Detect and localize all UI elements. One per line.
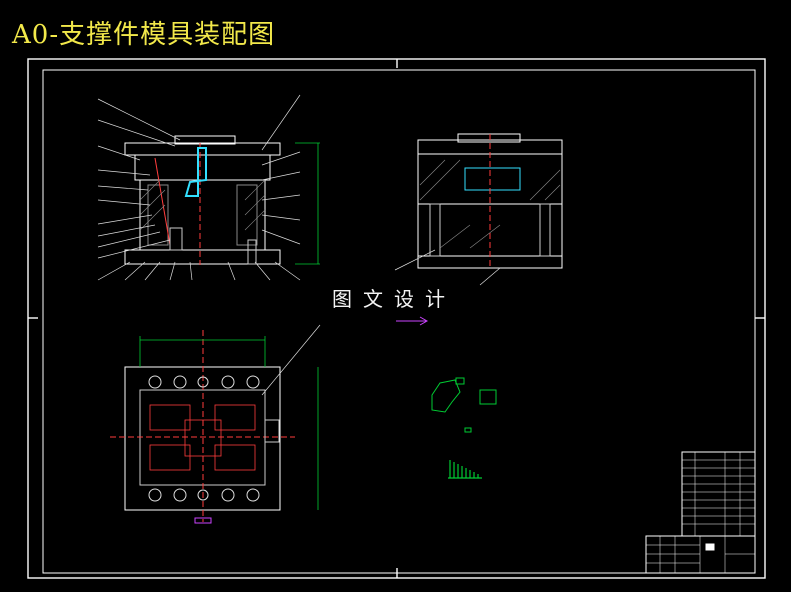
cut-direction-arrow xyxy=(396,316,429,326)
detail-views xyxy=(431,377,497,479)
top-plan-view xyxy=(110,324,321,524)
sheet-frame xyxy=(27,58,766,579)
watermark-text: 图文设计 xyxy=(332,287,456,311)
front-section-view xyxy=(97,94,320,281)
title-block xyxy=(645,451,756,574)
side-section-view xyxy=(394,133,563,286)
drawing-title: A0-支撑件模具装配图 xyxy=(12,20,276,50)
